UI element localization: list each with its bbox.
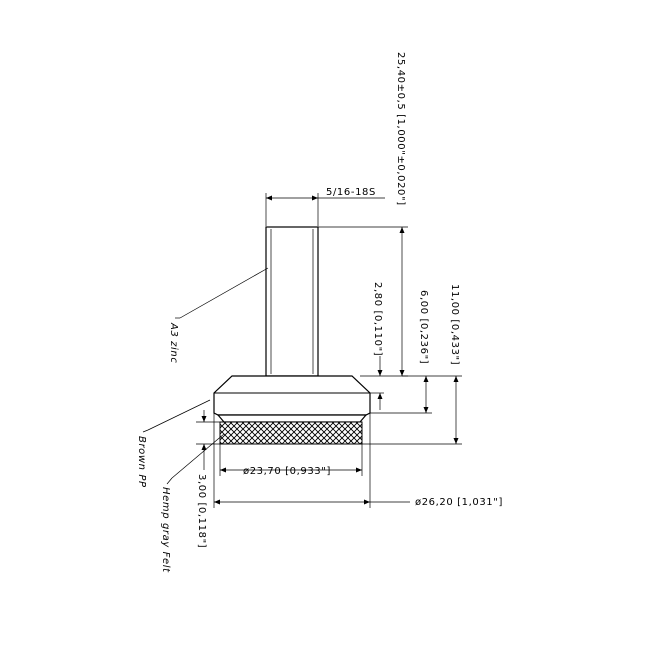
base-height-label: 6,00 [0,236"] — [418, 290, 429, 364]
base-diameter-dimension — [213, 413, 410, 508]
felt-pad — [219, 421, 363, 445]
total-base-label: 11,00 [0,433"] — [449, 284, 460, 365]
felt-diameter-label: ø23,70 [0,933"] — [243, 466, 331, 477]
stud-material-label: A3 zinc — [168, 322, 179, 363]
neck-height-dimension — [370, 356, 384, 410]
base-material-label: Brown PP — [136, 436, 147, 488]
felt-thickness-dimension — [196, 410, 220, 470]
felt-diameter-dimension — [219, 444, 363, 476]
glide-base — [213, 375, 371, 423]
overall-height-dimension — [318, 226, 408, 377]
stud-leader — [175, 267, 269, 319]
thread-dimension — [265, 193, 385, 226]
base-leader — [142, 399, 211, 433]
total-base-dimension — [362, 375, 462, 445]
felt-material-label: Hemp gray Felt — [160, 487, 171, 573]
base-height-dimension — [370, 375, 432, 414]
felt-leader — [166, 433, 225, 485]
threaded-stud — [265, 226, 319, 377]
neck-height-label: 2,80 [0,110"] — [372, 282, 383, 356]
thread-label: 5/16-18S — [326, 187, 376, 198]
base-diameter-label: ø26,20 [1,031"] — [415, 497, 503, 508]
overall-height-label: 25,40±0,5 [1,000"±0,020"] — [395, 52, 406, 206]
felt-thickness-label: 3,00 [0,118"] — [196, 474, 207, 548]
